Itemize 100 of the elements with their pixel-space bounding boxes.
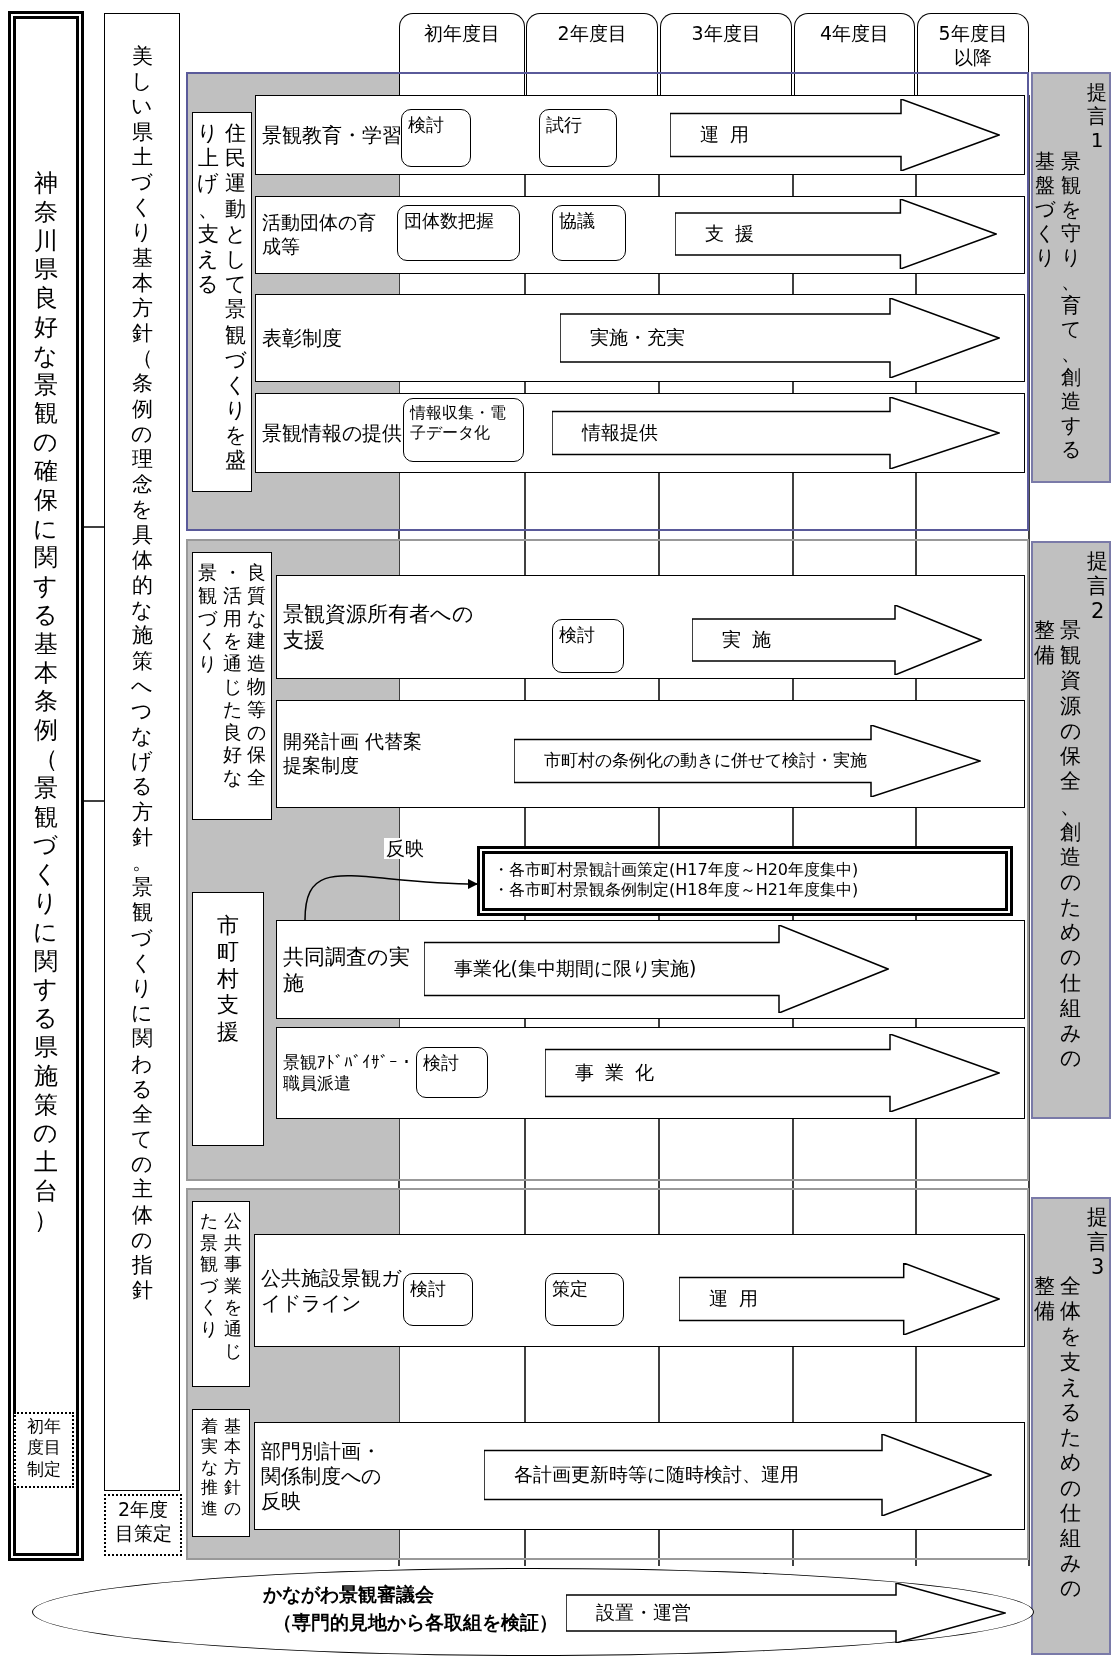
group-band <box>186 72 1029 531</box>
arrow-label: 情報提供 <box>581 420 658 445</box>
arrow-label: 運用 <box>708 1286 770 1311</box>
arrow-label: 実施・充実 <box>589 325 685 350</box>
council-note: （専門的見地から各取組を検証） <box>273 1611 558 1635</box>
proposal-panel <box>1031 72 1111 483</box>
step-box <box>396 204 520 261</box>
timeline-bar <box>559 297 1000 378</box>
proposal-number: 提言1 <box>1086 80 1108 154</box>
step-label: 検討 <box>421 1050 460 1075</box>
step-label: 検討 <box>557 622 596 647</box>
step-box <box>538 108 617 167</box>
year-tab <box>526 13 658 95</box>
measure-title: 景観情報の提供 <box>262 420 402 446</box>
measure-row <box>254 1234 1025 1347</box>
year-label: 3年度目 <box>690 21 762 46</box>
measure-row <box>254 1422 1025 1530</box>
timeline-bar <box>669 98 1000 171</box>
timeline-bar <box>483 1433 992 1516</box>
proposal-text: 景観資源の保全、創造のための仕組みの整備 <box>1033 618 1083 1073</box>
timeline-bar <box>423 924 889 1013</box>
year-tab <box>794 13 915 95</box>
measure-title: 公共施設景観ガイドライン <box>261 1265 403 1316</box>
year-label: 5年度目以降 <box>937 21 1009 70</box>
step-box <box>544 1272 624 1326</box>
measure-row <box>255 196 1025 274</box>
callout-box <box>192 1409 250 1537</box>
step-label: 団体数把握 <box>402 208 495 233</box>
arrow <box>304 875 479 921</box>
callout-box <box>192 552 272 820</box>
arrow-label: 事業化 <box>574 1060 666 1085</box>
callout-text: 良質な建造物等の保全・活用を通じた良好な景観づくり <box>196 561 268 791</box>
timeline-bar <box>691 604 982 675</box>
proposal-number: 提言3 <box>1086 1205 1109 1282</box>
proposal-number: 提言2 <box>1086 549 1109 626</box>
step-box <box>415 1046 488 1098</box>
measure-row <box>255 294 1025 382</box>
ordinance-panel <box>8 11 84 1561</box>
measure-title: 表彰制度 <box>262 325 343 351</box>
callout-text: 基本方針の着実な推進 <box>200 1416 242 1520</box>
measure-row <box>276 575 1025 679</box>
timeline-bar <box>678 1262 1000 1335</box>
step-label: 検討 <box>406 112 445 137</box>
policy-panel <box>104 13 180 1491</box>
year-label: 2年度目 <box>556 21 628 46</box>
proposal-panel <box>1031 541 1111 1119</box>
measure-row <box>255 95 1025 175</box>
council-name: かながわ景観審議会 <box>263 1583 434 1607</box>
timeline-bar <box>565 1582 1006 1643</box>
step-label: 試行 <box>544 112 583 137</box>
proposal-text: 全体を支えるための仕組みの整備 <box>1033 1274 1083 1603</box>
callout-text: 公共事業を通じた景観づくり <box>199 1210 243 1363</box>
year-label: 4年度目 <box>818 21 891 46</box>
timeline-bar <box>544 1033 1000 1112</box>
measure-title: 景観資源所有者への支援 <box>283 600 475 654</box>
step-label: 協議 <box>557 208 596 233</box>
year-tab <box>399 13 525 95</box>
measure-title: 活動団体の育成等 <box>262 211 377 259</box>
step-box <box>402 397 524 462</box>
measure-row <box>255 393 1025 473</box>
connector-line <box>83 526 105 528</box>
year-tab <box>917 13 1029 95</box>
measure-row <box>276 700 1025 808</box>
ordinance-title: 神奈川県良好な景観の確保に関する基本条例（景観づくりに関する県施策の土台） <box>32 169 60 1236</box>
callout-box <box>192 112 252 492</box>
group-band <box>186 1188 1029 1560</box>
step-label: 策定 <box>550 1276 589 1301</box>
timeline-bar <box>551 396 1000 469</box>
date-text: 2年度目策定 <box>113 1497 173 1546</box>
date-tag <box>14 1412 74 1488</box>
notice-text: ・各市町村景観条例制定(H18年度～H21年度集中) <box>492 880 860 900</box>
arrow-label: 市町村の条例化の動きに併せて検討・実施 <box>543 749 867 772</box>
step-label: 検討 <box>408 1276 447 1301</box>
step-box <box>402 1272 473 1326</box>
notice-text: ・各市町村景観計画策定(H17年度～H20年度集中) <box>492 859 860 880</box>
callout-box <box>192 892 264 1146</box>
group-band <box>186 539 1029 1181</box>
year-label: 初年度目 <box>423 21 501 46</box>
arrow-label: 運用 <box>699 122 761 147</box>
arrow-label: 事業化(集中期間に限り実施) <box>453 956 697 981</box>
date-text: 初年度目制定 <box>26 1415 62 1481</box>
date-tag <box>104 1494 182 1556</box>
measure-title: 共同調査の実施 <box>283 943 411 996</box>
proposal-panel <box>1031 1197 1111 1655</box>
callout-box <box>192 1201 250 1387</box>
measure-title: 部門別計画・関係制度への反映 <box>261 1438 382 1514</box>
arrow-label: 支援 <box>704 221 766 246</box>
measure-title: 景観教育・学習 <box>262 122 402 148</box>
callout-text: 市町村支援 <box>216 913 240 1046</box>
step-box <box>400 108 471 167</box>
step-label: 情報収集・電子データ化 <box>408 401 507 444</box>
timeline-bar <box>674 198 997 269</box>
step-box <box>551 204 626 261</box>
notice-box <box>477 846 1013 916</box>
measure-title: 開発計画 代替案提案制度 <box>283 730 424 778</box>
arrow-label: 各計画更新時等に随時検討、運用 <box>513 1462 799 1487</box>
edge-label: 反映 <box>384 838 426 859</box>
timeline-bar <box>513 724 981 797</box>
measure-row <box>276 920 1025 1019</box>
arrow-label: 設置・運営 <box>595 1600 691 1625</box>
